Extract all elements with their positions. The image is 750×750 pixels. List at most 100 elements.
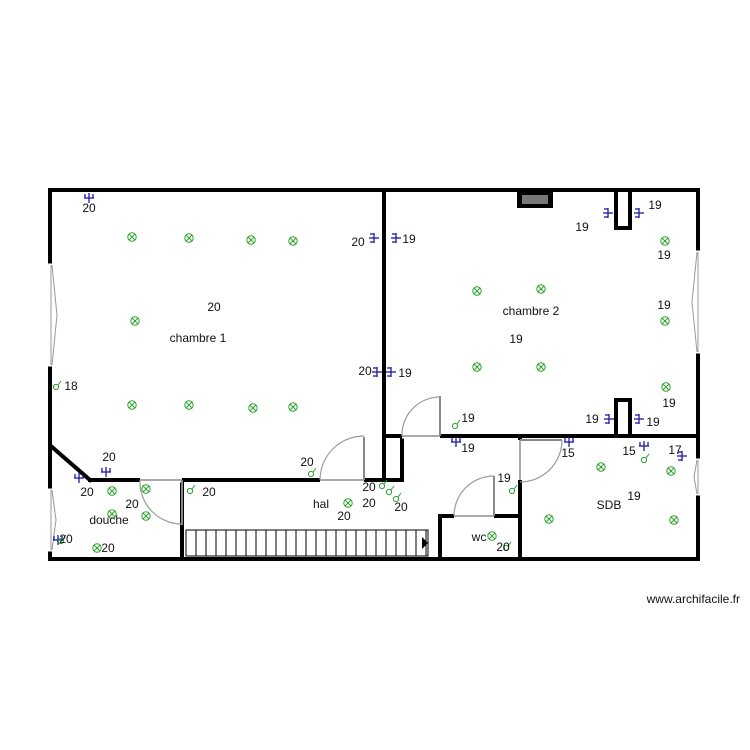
window-icon <box>46 488 57 552</box>
light-point-icon <box>472 362 482 372</box>
num-label: 19 <box>585 412 599 426</box>
outlet-icon <box>386 367 396 377</box>
room-label-wc: wc <box>471 530 487 544</box>
light-point-icon <box>536 284 546 294</box>
room-label-douche: douche <box>89 513 129 527</box>
num-label: 19 <box>461 441 475 455</box>
switch-icon <box>52 380 62 391</box>
switches <box>52 380 650 552</box>
light-point-icon <box>92 543 102 553</box>
light-point-icon <box>107 509 117 519</box>
num-label: 20 <box>394 500 408 514</box>
num-label: 20 <box>102 450 116 464</box>
switch-icon <box>508 484 518 495</box>
outlet-icon <box>451 437 461 447</box>
outlet-icon <box>84 193 94 203</box>
outlet-icon <box>372 367 382 377</box>
num-label: 19 <box>646 415 660 429</box>
light-point-icon <box>130 316 140 326</box>
light-point-icon <box>127 232 137 242</box>
fireplace-icon <box>517 191 553 208</box>
watermark: www.archifacile.fr <box>646 592 740 606</box>
outlet-icon <box>677 451 687 461</box>
outlet-icon <box>369 233 379 243</box>
num-label: 20 <box>358 364 372 378</box>
switch-icon <box>451 419 461 430</box>
door-swing-icon <box>401 396 441 439</box>
outer-wall <box>48 188 700 561</box>
light-point-icon <box>343 498 353 508</box>
outlet-icon <box>634 414 644 424</box>
outlet-icon <box>74 473 84 483</box>
light-point-icon <box>660 316 670 326</box>
light-point-icon <box>536 362 546 372</box>
outlets <box>53 193 687 545</box>
num-label: 20 <box>125 497 139 511</box>
light-point-icon <box>544 514 554 524</box>
light-point-icon <box>184 400 194 410</box>
light-point-icon <box>661 382 671 392</box>
light-point-icon <box>596 462 606 472</box>
num-label: 15 <box>622 444 636 458</box>
outlet-icon <box>604 414 614 424</box>
pillar-bottom <box>614 398 632 438</box>
room-label-chambre1: chambre 1 <box>170 331 227 345</box>
num-label: 19 <box>662 396 676 410</box>
num-label: 20 <box>202 485 216 499</box>
window-icon <box>693 458 703 496</box>
switch-icon <box>392 492 402 503</box>
switch-icon <box>57 534 67 545</box>
light-point-icon <box>288 236 298 246</box>
light-point-icon <box>107 486 117 496</box>
door-swing-icon <box>517 439 563 483</box>
doors <box>139 396 563 525</box>
light-point-icon <box>246 235 256 245</box>
num-label: 20 <box>362 496 376 510</box>
num-label: 20 <box>207 300 221 314</box>
room-label-sdb: SDB <box>597 498 622 512</box>
walls <box>48 188 700 561</box>
num-label: 19 <box>575 220 589 234</box>
light-point-icon <box>127 400 137 410</box>
num-label: 20 <box>337 509 351 523</box>
room-label-hal: hal <box>313 497 329 511</box>
outlet-icon <box>639 441 649 451</box>
outlet-icon <box>603 208 613 218</box>
num-label: 20 <box>59 532 73 546</box>
num-label: 20 <box>82 201 96 215</box>
stairs-icon <box>185 529 429 557</box>
num-label: 19 <box>398 366 412 380</box>
num-label: 19 <box>509 332 523 346</box>
outlet-icon <box>634 208 644 218</box>
outlet-icon <box>564 437 574 447</box>
door-swing-icon <box>139 477 183 525</box>
num-label: 15 <box>561 446 575 460</box>
num-label: 18 <box>64 379 78 393</box>
num-label: 19 <box>402 232 416 246</box>
num-label: 19 <box>627 489 641 503</box>
switch-icon <box>502 541 512 552</box>
room-label-chambre2: chambre 2 <box>503 304 560 318</box>
pillar-top <box>614 188 632 230</box>
num-label: 20 <box>351 235 365 249</box>
num-label: 19 <box>461 411 475 425</box>
light-point-icon <box>669 515 679 525</box>
num-label: 20 <box>300 455 314 469</box>
num-label: 20 <box>362 480 376 494</box>
outlet-icon <box>391 233 401 243</box>
num-label: 19 <box>497 471 511 485</box>
num-label: 20 <box>101 541 115 555</box>
light-point-icon <box>288 402 298 412</box>
door-swing-icon <box>453 475 495 519</box>
lights <box>92 232 679 553</box>
num-label: 19 <box>657 298 671 312</box>
num-label: 19 <box>648 198 662 212</box>
stairs-arrow <box>422 537 428 549</box>
outlet-icon <box>53 535 63 545</box>
num-label: 19 <box>657 248 671 262</box>
switch-icon <box>640 453 650 464</box>
wall-diagonal <box>49 444 93 483</box>
light-point-icon <box>660 236 670 246</box>
switch-icon <box>385 485 395 496</box>
